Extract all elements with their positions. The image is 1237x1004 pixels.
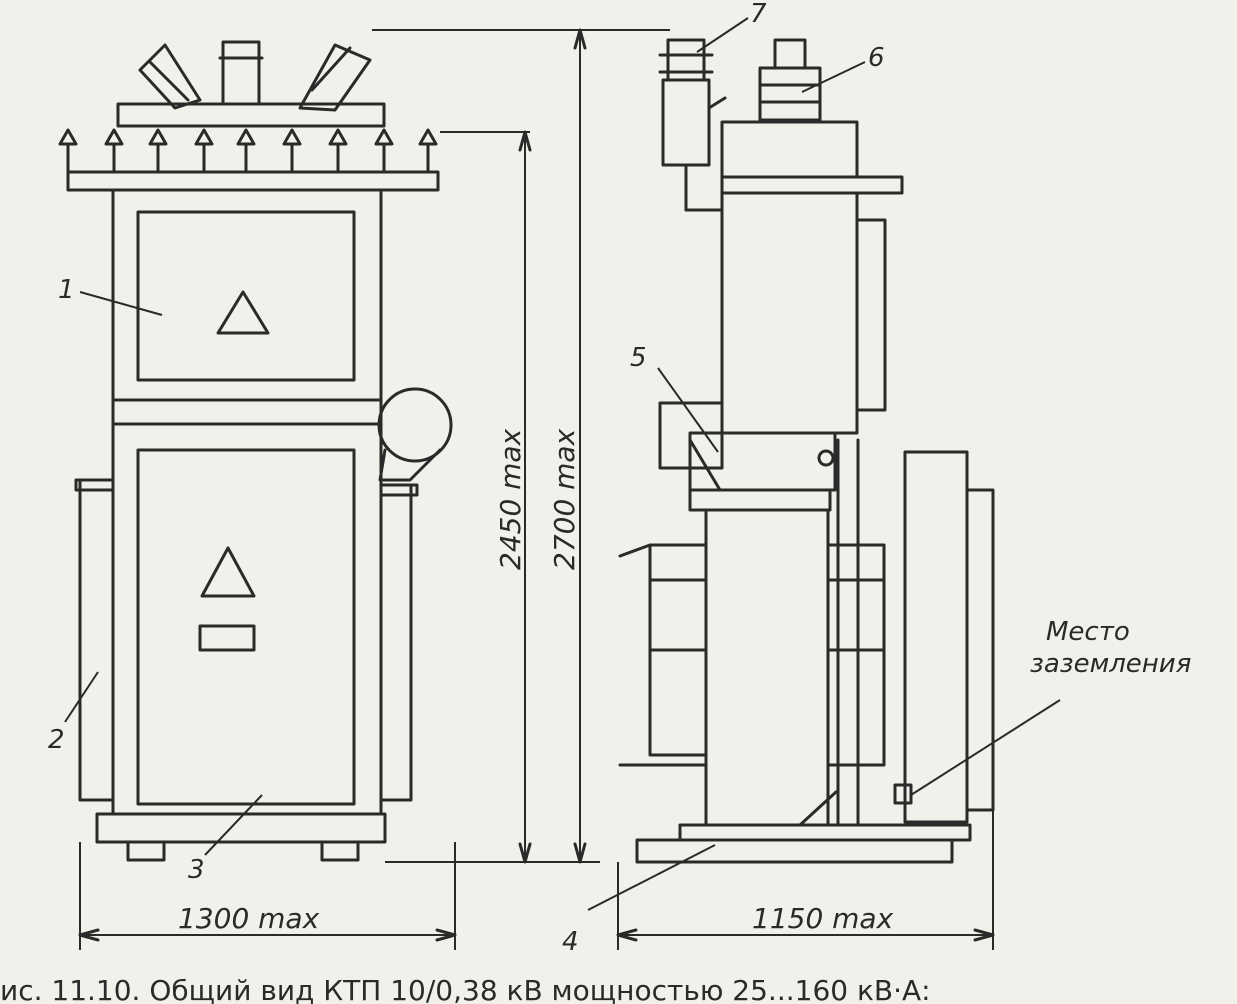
hv-warning-triangle	[216, 290, 270, 335]
side-base	[635, 838, 954, 864]
transformer-body	[704, 508, 830, 827]
dim-2700: 2700 max	[548, 428, 581, 570]
lifting-arrow-icon	[328, 128, 348, 174]
callout-1: 1	[58, 275, 75, 305]
front-top-plate	[66, 170, 440, 192]
right-panel	[379, 483, 413, 802]
callout-3: 3	[188, 855, 205, 885]
lv-warning-triangle	[200, 546, 256, 598]
dim-1150: 1150 max	[752, 902, 894, 935]
callout-leaders	[64, 17, 1061, 911]
arrester-7	[666, 38, 706, 82]
lv-cabinet	[111, 422, 383, 816]
lv-cabinet-side	[903, 450, 969, 824]
lifting-arrow-icon	[58, 128, 78, 174]
front-band	[111, 398, 383, 426]
lifting-arrow-icon	[148, 128, 168, 174]
hv-cabinet	[111, 188, 383, 402]
lifting-arrow-icon	[374, 128, 394, 174]
grounding-point	[893, 783, 913, 805]
callout-2: 2	[48, 725, 65, 755]
hv-door	[136, 210, 356, 382]
dimension-lines	[78, 28, 995, 950]
callout-5: 5	[630, 343, 647, 373]
callout-6: 6	[868, 43, 885, 73]
lifting-arrow-icon	[418, 128, 438, 174]
lifting-arrow-icon	[104, 128, 124, 174]
lv-drum	[377, 387, 453, 463]
left-panel	[78, 478, 115, 802]
lifting-arrow-icon	[194, 128, 214, 174]
figure-caption: ис. 11.10. Общий вид КТП 10/0,38 кВ мощн…	[0, 974, 931, 1004]
lv-door-plate	[198, 624, 256, 652]
grounding-label-2: заземления	[1030, 649, 1191, 679]
front-bushings	[138, 40, 372, 112]
grounding-label-1: Место	[1046, 617, 1130, 647]
front-view	[58, 40, 453, 862]
callout-4: 4	[562, 927, 579, 957]
lifting-arrows-front	[58, 128, 438, 174]
bushing-6	[773, 38, 807, 70]
lv-door	[136, 448, 356, 806]
side-view	[618, 38, 995, 864]
dim-1300: 1300 max	[178, 902, 320, 935]
dim-2450: 2450 max	[494, 428, 527, 570]
front-lid	[116, 102, 386, 128]
callout-7: 7	[750, 0, 767, 29]
side-upper-cabinet	[720, 191, 859, 435]
lifting-arrow-icon	[282, 128, 302, 174]
lifting-arrow-icon	[236, 128, 256, 174]
front-base	[95, 812, 387, 844]
